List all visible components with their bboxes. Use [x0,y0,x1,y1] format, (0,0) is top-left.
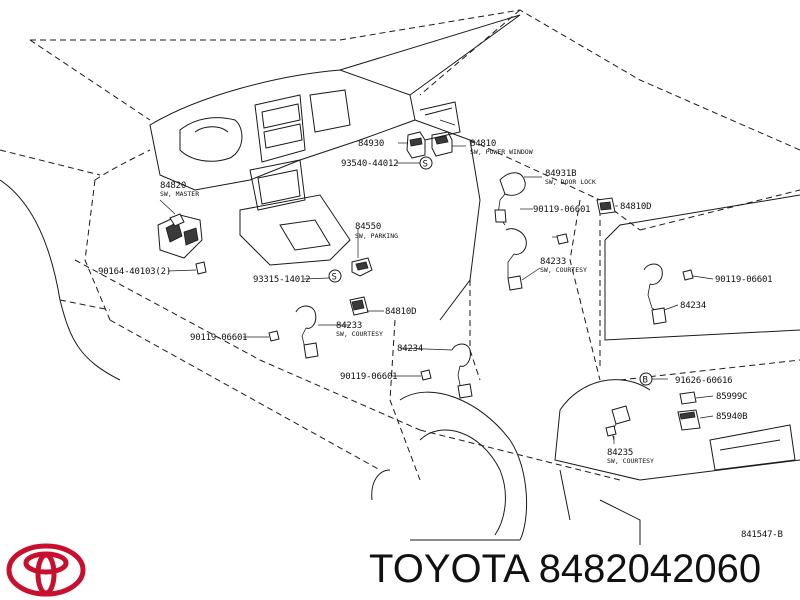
part-label: 84930 [358,139,384,149]
part-desc: SW, COURTESY [540,266,587,274]
s-marker-label: S [332,273,337,283]
part-label: 84810D [385,307,416,317]
part-label: 91626-60616 [675,376,732,386]
part-label: 84234 [397,344,423,354]
part-label: 90119-06601 [533,205,590,215]
part-label: 84233 [540,257,566,267]
part-desc: SW, DOOR LOCK [545,178,596,186]
part-label: 93540-44012 [341,159,398,169]
part-label: 90119-06601 [340,372,397,382]
part-label: 84550 [355,222,381,232]
part-shapes [157,101,701,441]
part-label: 84820 [160,181,186,191]
part-label: 84233 [336,321,362,331]
part-label: 84810 [470,139,496,149]
part-number: 8482042060 [538,547,762,591]
car-body-outline [0,9,800,545]
part-label: 85999C [716,392,747,402]
part-desc: SW, COURTESY [336,330,383,338]
part-desc: SW, PARKING [355,232,398,240]
part-label: 84810D [620,202,651,212]
b-marker-label: B [643,376,648,386]
part-label: 90164-40103(2) [98,267,171,277]
part-label: 84235 [607,448,633,458]
brand-footer: TOYOTA 8482042060 [369,545,761,593]
part-label: 85940B [716,412,747,422]
part-label: 93315-14012 [253,275,310,285]
toyota-logo-icon [6,543,86,597]
part-label: 84234 [680,301,706,311]
part-desc: SW, POWER WINDOW [470,148,533,156]
s-marker-label: S [423,160,428,170]
leader-lines [159,142,714,444]
part-label: 90119-06601 [715,275,772,285]
part-desc: SW, MASTER [160,190,199,198]
brand-name: TOYOTA [369,547,528,591]
part-labels: 84930 84810 SW, POWER WINDOW 93540-44012… [98,139,783,540]
part-desc: SW, COURTESY [607,457,654,465]
drawing-code: 841547-B [741,530,783,540]
part-label: 84931B [545,169,576,179]
part-label: 90119-06601 [190,333,247,343]
